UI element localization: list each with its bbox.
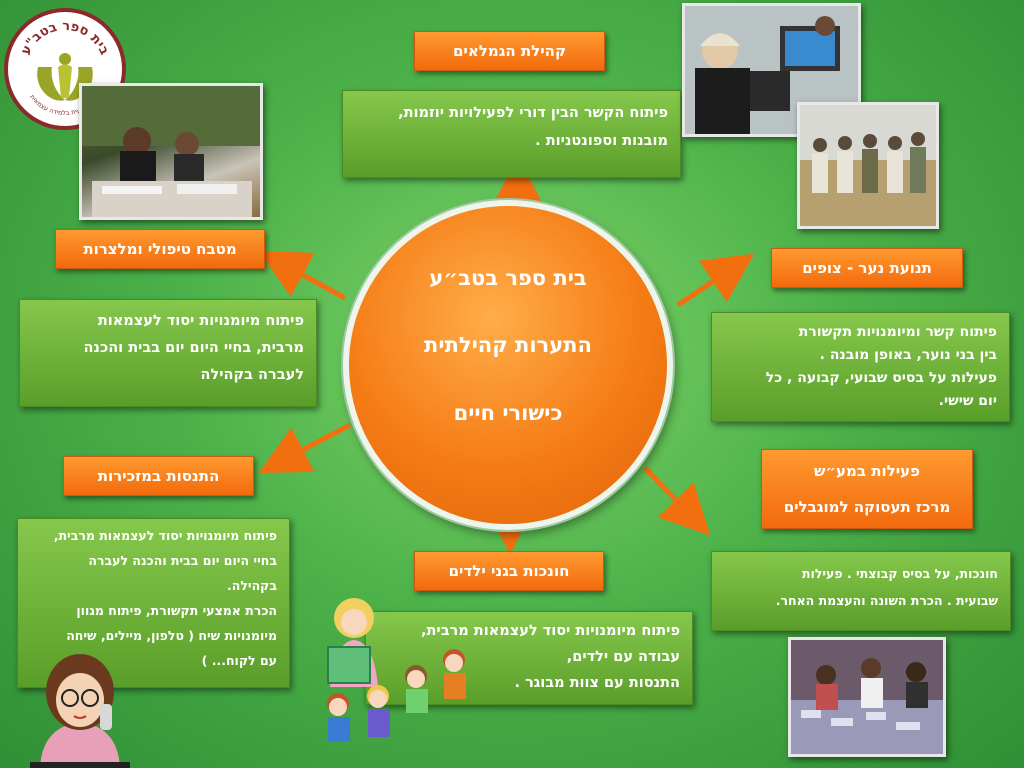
teacher-children-clipart-icon	[327, 598, 466, 741]
craft-activity-scene-icon	[791, 640, 943, 754]
node-desc-kehilat-gamlaim: פיתוח הקשר הבין דורי לפעילויות יוזמות, מ…	[342, 90, 681, 178]
node-desc-maash: חונכות, על בסיס קבוצתי . פעילות שבועית .…	[711, 551, 1011, 631]
maash-title: פעילות במע״ש	[814, 462, 920, 480]
kitchen-scene-icon	[82, 86, 260, 217]
node-label-tnuat-noar: תנועת נער - צופים	[771, 248, 963, 288]
arrow-to-maash	[643, 466, 711, 536]
secretary-clipart-icon	[40, 654, 120, 768]
bottom-left-strip	[30, 762, 130, 768]
photo-kitchen	[79, 83, 263, 220]
photo-scouts	[797, 102, 939, 229]
maash-subtitle: מרכז תעסוקה למוגבלים	[783, 498, 951, 516]
arrow-to-mitbach	[258, 250, 347, 301]
node-label-ganei-yeladim: חונכות בגני ילדים	[414, 551, 604, 591]
node-desc-ganei-yeladim: פיתוח מיומנויות יסוד לעצמאות מרבית, עבוד…	[365, 611, 693, 705]
node-label-kehilat-gamlaim: קהילת הגמלאים	[414, 31, 605, 71]
arrow-to-mazkirut	[258, 422, 352, 473]
center-tagline: כישורי חיים	[453, 401, 563, 425]
node-label-mazkirut: התנסות במזכירות	[63, 456, 254, 496]
logo-ring-text: בית ספר בטב"ע	[18, 19, 111, 57]
arrow-to-tnuat-noar	[676, 253, 755, 308]
center-circle: בית ספר בטב״ע התערות קהילתית כישורי חיים	[343, 200, 673, 530]
center-subtitle: התערות קהילתית	[424, 333, 592, 357]
center-title: בית ספר בטב״ע	[429, 266, 587, 290]
svg-text:בית ספר בטב"ע: בית ספר בטב"ע	[18, 19, 111, 57]
photo-craft-activity	[788, 637, 946, 757]
node-desc-mitbach: פיתוח מיומנויות יסוד לעצמאות מרבית, בחיי…	[19, 299, 317, 407]
node-label-mitbach: מטבח טיפולי ומלצרות	[55, 229, 265, 269]
scouts-scene-icon	[800, 105, 936, 226]
node-label-maash: פעילות במע״ש מרכז תעסוקה למוגבלים	[761, 449, 973, 529]
node-desc-tnuat-noar: פיתוח קשר ומיומנויות תקשורת בין בני נוער…	[711, 312, 1010, 422]
